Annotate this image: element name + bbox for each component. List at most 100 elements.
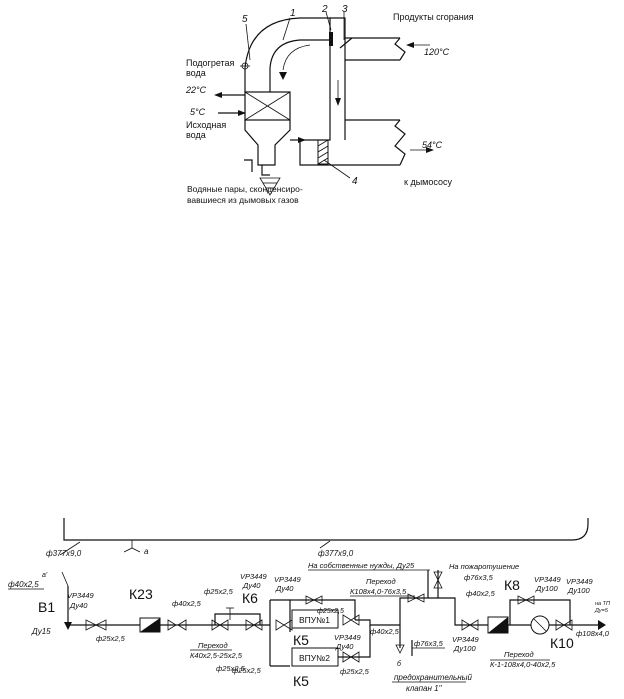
valve-icon [342,614,352,626]
valve-icon [211,619,221,631]
heat-exchanger-diagram: 5 1 2 3 4 Продукты сгорания 120°C 54°C к… [185,4,474,205]
pipe-25-e-label: ф25х2,5 [317,608,344,615]
main-pipe [63,518,589,541]
elbow-duct [244,17,331,92]
arrow-down-icon [279,72,287,80]
vr-2-size: Ду40 [242,581,261,590]
transition-1-title: Переход [198,641,228,650]
to-exhauster-label: к дымососу [404,177,452,187]
vr-7-size: Ду100 [567,586,590,595]
k10-label: К10 [550,635,574,651]
condensate-label-1: Водяные пары, сконденсиро- [187,184,303,194]
outlet-arrow-icon [598,620,606,630]
transition-3-title: Переход [504,650,534,659]
gas-duct-left [300,40,331,141]
piping-scheme: ф377х9,0 ф377х9,0 а а' ф40х2,5 В1 Ду15 V… [8,518,610,693]
combustion-products-label: Продукты сгорания [393,12,474,22]
label-a: а [144,547,149,556]
vr-4-size: Ду40 [335,642,354,651]
reducer-icon [167,619,177,631]
temp-in-label: 120°C [424,47,450,57]
transition-1-spec: К40х2,5-25х2,5 [190,651,243,660]
vr-7-model: VP3449 [566,577,594,586]
arrow-right-icon [426,147,434,153]
label-b: б [397,660,402,668]
safety-valve-icon [395,644,405,654]
k23-label: К23 [129,586,153,602]
temp-out-label: 54°C [422,140,443,150]
vr-2-model: VP3449 [240,572,268,581]
valve-icon [433,571,443,581]
dy15-label: Ду15 [31,627,51,636]
flow-arrow-elbow [282,44,311,71]
vr-3-model: VP3449 [274,575,302,584]
pipe-25-a-label: ф25х2,5 [96,634,126,643]
valve-icon [555,619,565,631]
k6-label: К6 [242,590,258,606]
label-5: 5 [242,14,248,25]
arrow-right-icon [238,110,246,116]
pipe-25-f-label: ф25х2,5 [340,667,370,676]
condensate-label-2: вавшиеся из дымовых газов [187,195,299,205]
valve-icon [407,593,417,603]
vr-1-model: VP3449 [67,591,95,600]
heat-exchanger-box [244,91,291,121]
valve-icon [342,651,352,663]
pipe-40-left-label: ф40х2,5 [8,580,39,589]
transition-2-title: Переход [366,577,396,586]
label-2: 2 [321,4,328,15]
pipe-108-label: ф108х4,0 [576,629,610,638]
vr-3-size: Ду40 [275,584,294,593]
k23-filter [140,618,160,632]
pipe-25-c-label: ф25х2,5 [216,664,246,673]
arrow-left-icon [406,42,414,48]
main-pipe-label-2: ф377х9,0 [318,549,354,558]
process-line-right [440,597,600,626]
transition-3-spec: К-1-108х4,0-40х2,5 [490,660,556,669]
pipe-76-a-label: ф76х3,5 [464,573,494,582]
valve-icon [461,619,471,631]
main-pipe-label-1: ф377х9,0 [46,549,82,558]
valve-icon [245,619,255,631]
temp-cold-label: 5°C [190,107,206,117]
pipe-40-b-label: ф40х2,5 [172,599,202,608]
k5-bottom-label: К5 [293,673,309,689]
vpu2-label: ВПУ№2 [299,653,330,663]
label-3: 3 [342,4,348,15]
pipe-25-d-label: ф25х2,5 [232,666,262,675]
source-water-label-1: Исходная [186,120,226,130]
valve-icon [517,595,527,605]
hatched-element-4 [317,139,329,165]
valve-icon [85,619,107,631]
b1-label: В1 [38,599,55,615]
to-ti-label-2: Ду=5 [594,608,609,614]
temp-hot-label: 22°C [185,85,207,95]
drain-funnel [259,177,281,196]
k5-top-label: К5 [293,632,309,648]
arrow-left-icon [214,92,222,98]
heated-water-label-1: Подогретая [186,58,235,68]
arrow-down-icon [335,98,341,106]
vr-4-model: VP3449 [334,633,362,642]
pipe-40-c-label: ф40х2,5 [370,627,400,636]
source-water-label-2: вода [186,130,206,140]
pipe-76-b-label: ф76х3,5 [414,639,444,648]
vr-6-size: Ду100 [535,584,558,593]
k8-filter [488,617,508,633]
to-ti-label-1: на ТП [595,601,610,607]
vr-5-model: VP3449 [452,635,480,644]
damper-3 [339,37,353,49]
hopper [244,120,291,166]
vpu1-label: ВПУ№1 [299,615,330,625]
fire-label: На пожаротушение [449,562,519,571]
label-1: 1 [290,8,296,19]
valve-icon [64,622,72,630]
pipe-25-b-label: ф25х2,5 [204,587,234,596]
vr-1-size: Ду40 [69,601,88,610]
heated-water-label-2: вода [186,68,206,78]
safety-valve-label-2: клапан 1" [406,684,443,693]
process-line-middle [355,597,440,626]
label-4: 4 [352,176,358,187]
transition-2-spec: К108х4,0-76х3,5 [350,587,407,596]
